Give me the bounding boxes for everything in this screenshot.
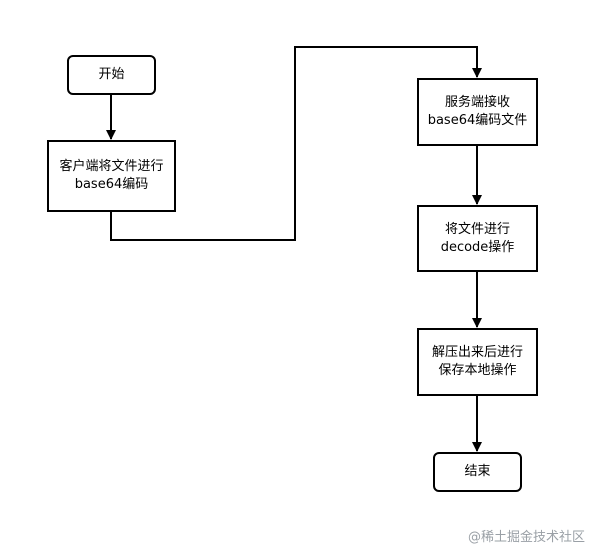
edge-client-to-server <box>110 46 482 241</box>
node-end-label: 结束 <box>464 464 491 479</box>
node-end: 结束 <box>433 452 522 492</box>
node-save: 解压出来后进行 保存本地操作 <box>417 328 538 396</box>
node-decode-label: 将文件进行 decode操作 <box>440 221 515 255</box>
node-start: 开始 <box>67 55 156 95</box>
node-server-receive: 服务端接收 base64编码文件 <box>417 78 538 146</box>
node-start-label: 开始 <box>98 67 125 82</box>
node-client-encode-label: 客户端将文件进行 base64编码 <box>59 159 164 192</box>
node-save-label: 解压出来后进行 保存本地操作 <box>431 345 523 378</box>
node-client-encode: 客户端将文件进行 base64编码 <box>47 140 176 212</box>
node-server-receive-label: 服务端接收 base64编码文件 <box>427 95 528 128</box>
watermark: @稀土掘金技术社区 <box>467 530 585 545</box>
node-decode: 将文件进行 decode操作 <box>417 205 538 272</box>
